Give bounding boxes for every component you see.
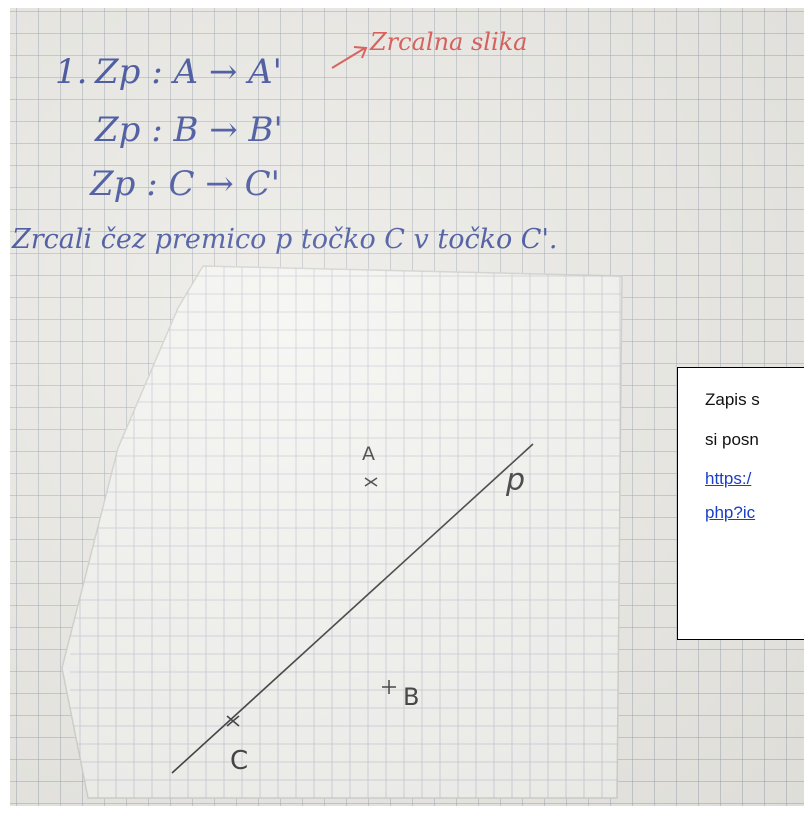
line-p-label: p (505, 463, 525, 498)
mapping-c: Zp : C → C' (89, 164, 280, 204)
annotation-arrow (331, 46, 368, 69)
note-line-1: Zapis s (705, 390, 760, 409)
point-a-mark (364, 477, 378, 487)
line-p (171, 443, 534, 774)
point-b-mark (382, 680, 396, 694)
note-box: Zapis s si posn https:/ php?ic (677, 367, 804, 640)
point-c-label: C (230, 746, 248, 776)
point-c-mark (226, 715, 240, 727)
notebook-photo: 1. Zp : A → A' Zrcalna slika Zp : B → B'… (10, 8, 804, 806)
sentence: Zrcali čez premico p točko C v točko C'. (11, 224, 557, 255)
note-link-line-1[interactable]: https:/ (705, 469, 752, 489)
point-a-label: A (362, 443, 375, 465)
paper-sheet (61, 265, 623, 799)
note-line-2: si posn (705, 429, 759, 449)
note-link-line-2[interactable]: php?ic (705, 502, 756, 522)
item-number: 1. (55, 52, 87, 92)
mapping-a: Zp : A → A' (94, 52, 282, 92)
handwritten-notes: 1. Zp : A → A' Zrcalna slika Zp : B → B'… (11, 28, 623, 799)
mapping-b: Zp : B → B' (94, 110, 283, 150)
annotation-text: Zrcalna slika (369, 28, 528, 56)
point-b-label: B (403, 683, 419, 711)
